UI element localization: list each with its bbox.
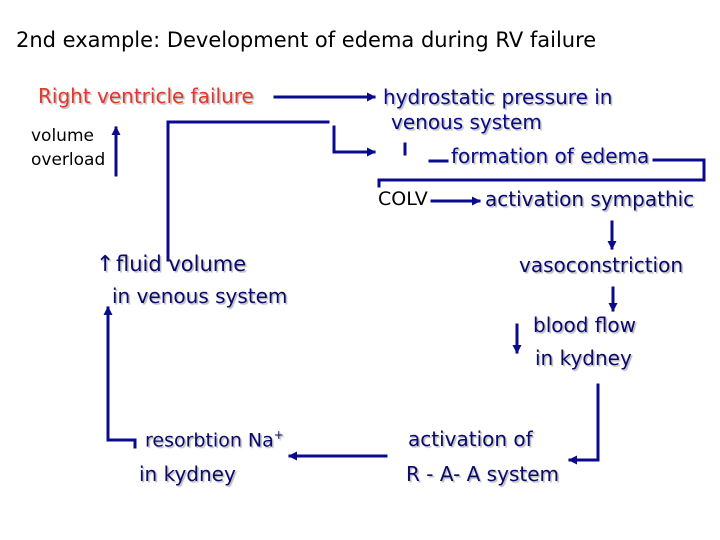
node-vasoconstriction: vasoconstriction (519, 253, 684, 277)
up-arrow-icon: ↑ (96, 252, 115, 277)
line-resorbtion-connector (106, 438, 137, 449)
node-edema: formation of edema (451, 144, 650, 168)
node-resorbtion-text: resorbtion Na (145, 429, 274, 452)
node-raa-line2: R - A- A system (406, 462, 559, 486)
node-raa-line1: activation of (408, 427, 533, 451)
node-kidney-resorb: in kydney (139, 462, 236, 486)
node-blood-flow: blood flow (533, 313, 636, 337)
node-fluid-volume: fluid volume (116, 252, 247, 276)
node-sympathic: activation sympathic (485, 187, 695, 211)
node-overload: overload (31, 150, 106, 170)
node-hydrostatic-line1: hydrostatic pressure in (383, 85, 613, 109)
arrow-to-edema (332, 125, 376, 157)
arrow-kidney-to-raa (568, 383, 600, 465)
node-hydrostatic-line2: venous system (391, 110, 542, 134)
node-kidney-flow: in kydney (535, 346, 632, 370)
diagram-title: 2nd example: Development of edema during… (16, 28, 597, 52)
node-resorbtion: resorbtion Na+ (145, 429, 284, 450)
line-hydrostatic-feedback (166, 120, 330, 262)
node-colv: COLV (378, 188, 428, 210)
node-rv-failure: Right ventricle failure (38, 84, 254, 108)
node-fluid-venous: in venous system (112, 284, 288, 308)
line-edema-to-colv (377, 158, 706, 188)
node-volume: volume (31, 126, 94, 146)
node-resorbtion-superscript: + (273, 428, 284, 442)
